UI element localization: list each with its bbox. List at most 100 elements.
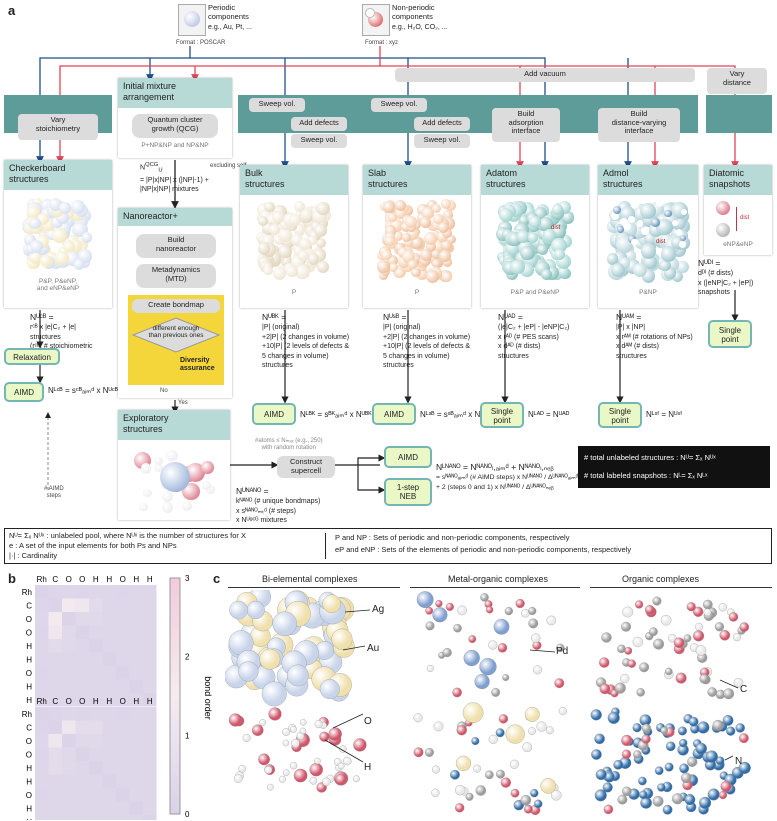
mo-ligand-atom <box>453 623 462 633</box>
bulk-atom <box>306 235 317 246</box>
metal-atom <box>462 702 484 723</box>
organic-atom <box>712 719 724 731</box>
heatmap-cell-bottom <box>143 707 157 721</box>
bulk-aimd-button[interactable]: AIMD <box>252 403 296 425</box>
checkerboard-atom <box>39 254 53 267</box>
checkerboard-aimd-button[interactable]: AIMD <box>4 382 44 402</box>
sweep-vol-slab-2: Sweep vol. <box>414 134 470 148</box>
adatom-atom <box>523 205 535 218</box>
admol-single-point-button[interactable]: Single point <box>598 402 642 428</box>
vary-stoichiometry-box: Vary stoichiometry <box>18 114 98 140</box>
bond-order-heatmaps: RhCOOHHOHHRhCOOHHOHHRhCOOHHOHHRhCOOHHOHH… <box>22 574 213 820</box>
diatomic-formula-line: Nᵁᴰᴵ = <box>698 258 721 268</box>
heatmap-cell-top <box>48 666 62 680</box>
slab-atom <box>403 238 413 248</box>
relaxation-button[interactable]: Relaxation <box>4 348 60 365</box>
legend-right-2: eP and eNP : Sets of the elements of per… <box>335 545 632 554</box>
slab-atom <box>419 217 431 229</box>
admol-dist-label: dist <box>656 239 666 245</box>
organic-atom <box>703 599 713 610</box>
adatom-single-point-button[interactable]: Single point <box>480 402 524 428</box>
heatmap-cell-top <box>48 598 62 612</box>
yes-label: Yes <box>178 400 188 406</box>
heatmap-cell-top <box>116 625 130 639</box>
diatomic-single-point-button[interactable]: Single point <box>708 320 752 348</box>
heatmap-cell-bottom <box>35 815 49 820</box>
heatmap-row-label: H <box>26 804 32 813</box>
colorbar <box>169 577 181 815</box>
heatmap-cell-bottom <box>102 747 116 761</box>
colorbar-tick: 2 <box>185 653 190 662</box>
mo-ligand-atom <box>445 602 454 611</box>
organic-atom <box>687 756 698 767</box>
slab-aimd-button[interactable]: AIMD <box>372 403 416 425</box>
adatom-formula-line: x rᴬᴰ (# PES scans) <box>498 333 559 341</box>
heatmap-cell-top <box>102 666 116 680</box>
mo-ligand-atom <box>509 759 520 769</box>
heatmap-row-label: O <box>26 615 32 624</box>
organic-atom <box>723 688 735 700</box>
admol-atom <box>658 259 671 272</box>
checkerboard-atom <box>63 208 75 220</box>
adatom-formula-line: x dᴬᴰ (# dists) <box>498 343 541 351</box>
hydrogen-atom <box>266 783 274 791</box>
heatmap-col-label: C <box>52 575 58 584</box>
checkerboard-title: Checkerboard structures <box>4 160 112 190</box>
adatom-atom <box>527 232 539 243</box>
heatmap-row-label: Rh <box>22 588 32 597</box>
hydrogen-atom <box>300 719 307 726</box>
heatmap-cell-top <box>129 639 143 653</box>
adatom-atom <box>541 269 553 281</box>
mo-ligand-atom <box>475 785 487 796</box>
organic-atom <box>622 606 634 618</box>
slab-atom <box>385 236 395 247</box>
checkerboard-atom <box>51 216 63 228</box>
slab-atom <box>392 231 403 242</box>
aimd-steps-note: # AIMD steps <box>44 486 64 499</box>
label-pointer <box>324 739 364 763</box>
mo-ligand-atom <box>471 737 480 746</box>
exploratory-aimd-button[interactable]: AIMD <box>384 446 432 468</box>
heatmap-cell-bottom <box>102 774 116 788</box>
label-pointer <box>332 713 364 729</box>
checkerboard-atom <box>49 198 62 212</box>
organic-atom <box>599 683 611 695</box>
heatmap-cell-bottom <box>62 707 76 721</box>
heatmap-cell-bottom <box>62 774 76 788</box>
heatmap-row-label: C <box>26 601 32 610</box>
periodic-format: Format : POSCAR <box>176 40 226 46</box>
organic-atom <box>733 678 744 688</box>
mo-ligand-atom <box>536 721 547 732</box>
slab-caption: P <box>414 289 420 296</box>
mo-ligand-atom <box>522 742 533 753</box>
mtd-box: Metadynamics (MTD) <box>136 264 216 288</box>
initial-mixture-caption: P+NP&NP and NP&NP <box>141 142 209 149</box>
nitrogen-atom <box>639 790 648 800</box>
bulk-atom <box>315 238 327 249</box>
legend-box: Nᵁ= Σₓ Nᵁˣ : unlabeled pool, where Nᵁˣ i… <box>4 528 772 564</box>
checkerboard-atom <box>29 251 42 264</box>
exploratory-h-atom <box>154 463 164 473</box>
oxygen-atom <box>328 727 342 741</box>
slab-atom <box>419 249 432 261</box>
heatmap-col-label: H <box>93 697 99 706</box>
heatmap-cell-top <box>62 612 76 626</box>
slab-atom <box>411 237 423 249</box>
admol-atom <box>624 250 636 262</box>
neb-button[interactable]: 1-step NEB <box>384 478 432 506</box>
heatmap-cell-bottom <box>129 734 143 748</box>
hydrogen-atom <box>242 734 251 742</box>
bulk-atom <box>273 267 287 281</box>
heatmap-cell-bottom <box>89 801 103 815</box>
organic-atom <box>641 734 651 744</box>
metal-cluster-atom <box>261 681 287 707</box>
heatmap-cell-bottom <box>89 788 103 802</box>
mo-ligand-atom <box>530 789 539 798</box>
exploratory-formula-line: Nᵁᴺᴬᴺᴼ = <box>236 486 269 496</box>
heatmap-cell-bottom <box>75 815 89 820</box>
heatmap-cell-bottom <box>102 707 116 721</box>
adatom-caption: P&P and P&eNP <box>510 289 560 296</box>
nitrogen-atom <box>684 794 696 806</box>
adatom-atom <box>558 266 569 278</box>
heatmap-cell-top <box>116 612 130 626</box>
